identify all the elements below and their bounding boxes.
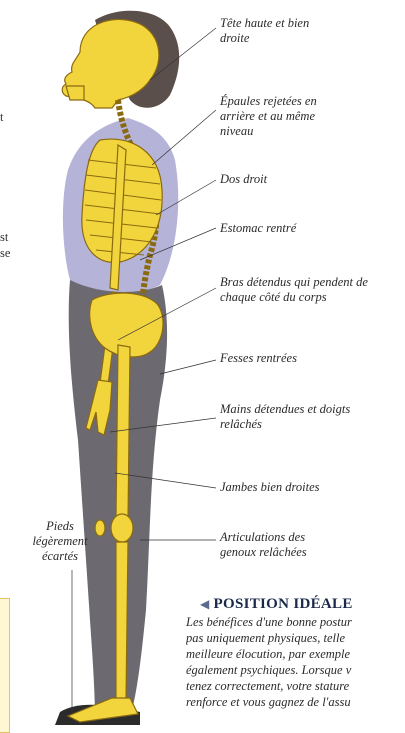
label-feet: Pieds légèrement écartés <box>26 519 94 564</box>
body-line: tenez correctement, votre stature <box>186 678 405 694</box>
label-legs: Jambes bien droites <box>220 480 320 495</box>
triangle-left-icon: ◀ <box>200 597 210 611</box>
tibia <box>116 542 128 700</box>
left-fragment-1: t <box>0 110 3 125</box>
left-fragment-2: st <box>0 230 8 245</box>
patella <box>95 520 105 536</box>
label-back: Dos droit <box>220 172 267 187</box>
body-line: pas uniquement physiques, telle <box>186 630 405 646</box>
body-line: meilleure élocution, par exemple <box>186 646 405 662</box>
body-line: également psychiques. Lorsque v <box>186 662 405 678</box>
label-arms: Bras détendus qui pendent de chaque côté… <box>220 275 368 305</box>
section-body: Les bénéfices d'une bonne postur pas uni… <box>186 614 405 731</box>
jaw <box>66 86 84 100</box>
sidebar-box <box>0 598 10 733</box>
body-line: Les bénéfices d'une bonne postur <box>186 614 405 630</box>
knee <box>111 514 133 542</box>
label-shoulders: Épaules rejetées en arrière et au même n… <box>220 94 317 139</box>
left-fragment-3: se <box>0 246 10 261</box>
label-knees: Articulations des genoux relâchées <box>220 530 307 560</box>
section-title: ◀ POSITION IDÉALE <box>200 596 353 613</box>
label-stomach: Estomac rentré <box>220 221 296 236</box>
label-head: Tête haute et bien droite <box>220 16 309 46</box>
label-buttocks: Fesses rentrées <box>220 351 297 366</box>
femur <box>116 345 130 520</box>
section-title-text: POSITION IDÉALE <box>214 596 353 612</box>
body-line: renforce et vous gagnez de l'assu <box>186 694 405 710</box>
label-hands: Mains détendues et doigts relâchés <box>220 402 350 432</box>
